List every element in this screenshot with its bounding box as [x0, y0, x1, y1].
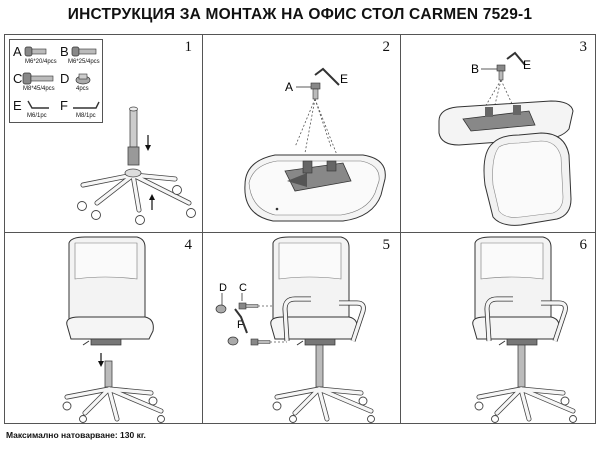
legend-spec: M8/1pc: [76, 113, 96, 119]
step-panel-1: 1 A M6*20/4pcs B M6*25/4pcs C: [5, 35, 202, 232]
grid-divider: [202, 35, 203, 423]
step-number: 3: [579, 39, 588, 55]
completed-chair-illustration: [472, 236, 577, 423]
seat-mechanism-illustration: E A: [244, 67, 386, 222]
callout-a: A: [285, 80, 293, 94]
legend-letter: B: [60, 44, 69, 59]
page-title: ИНСТРУКЦИЯ ЗА МОНТАЖ НА ОФИС СТОЛ CARMEN…: [67, 6, 533, 23]
grid-divider: [5, 232, 595, 233]
bolt-icon: [71, 46, 97, 57]
legend-spec: 4pcs: [76, 86, 89, 92]
callout-e: E: [523, 58, 531, 72]
allen-key-icon: [27, 100, 49, 109]
backrest-mount-illustration: B E: [438, 51, 574, 226]
legend-spec: M8*45/4pcs: [23, 86, 55, 92]
step-number: 6: [579, 237, 588, 253]
legend-letter: A: [13, 44, 22, 59]
legend-letter: C: [13, 71, 23, 86]
callout-b: B: [471, 62, 479, 76]
callout-c: C: [239, 282, 247, 294]
step-number: 1: [184, 39, 193, 55]
legend-spec: M6/1pc: [27, 113, 47, 119]
callout-e: E: [340, 72, 348, 86]
armrest-mount-illustration: D C F: [215, 236, 375, 423]
legend-spec: M6*20/4pcs: [25, 59, 57, 65]
legend-letter: E: [13, 98, 22, 113]
allen-key-icon: [73, 101, 100, 109]
step-panel-2: 2 E A: [203, 35, 400, 232]
chair-on-base-illustration: [62, 236, 165, 423]
max-load-note: Максимално натоварване: 130 кг.: [6, 430, 146, 440]
base-assembly-illustration: [77, 106, 196, 225]
legend-spec: M6*25/4pcs: [68, 59, 100, 65]
step-panel-4: 4: [5, 233, 202, 424]
step-panel-3: 3 B E: [401, 35, 597, 232]
washer-icon: [75, 73, 91, 85]
bolt-icon: [24, 46, 47, 57]
step-panel-6: 6: [401, 233, 597, 424]
callout-d: D: [219, 282, 227, 294]
legend-letter: D: [60, 71, 70, 86]
step-number: 4: [184, 237, 193, 253]
callout-f: F: [237, 319, 244, 331]
step-panel-5: 5 D C F: [203, 233, 400, 424]
bolt-icon: [22, 72, 54, 85]
legend-letter: F: [60, 98, 68, 113]
grid-divider: [400, 35, 401, 423]
parts-legend: A M6*20/4pcs B M6*25/4pcs C: [9, 39, 103, 123]
instruction-grid: 1 A M6*20/4pcs B M6*25/4pcs C: [4, 34, 596, 424]
step-number: 5: [382, 237, 391, 253]
step-number: 2: [382, 39, 391, 55]
